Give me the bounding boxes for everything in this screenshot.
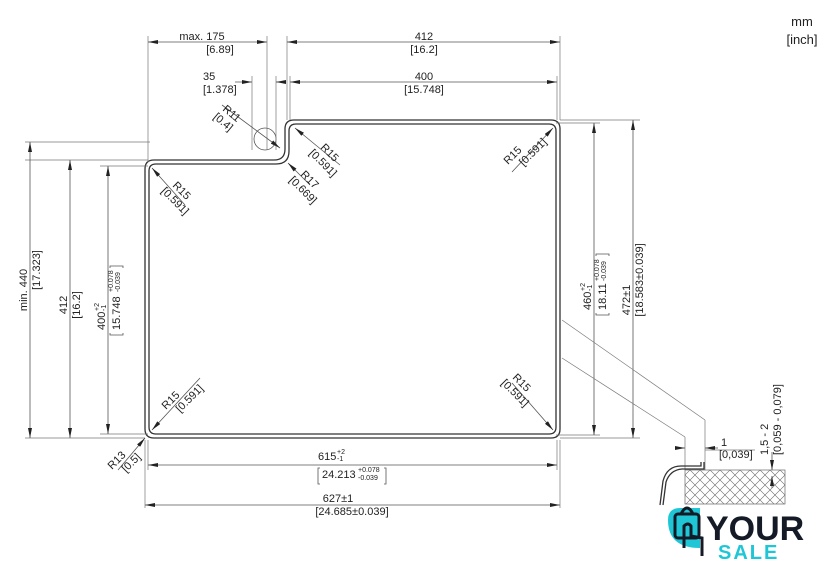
tol-dn: -1 [101, 305, 108, 311]
label-460: 460 [582, 292, 594, 310]
label-gap: 1 [721, 437, 727, 449]
sink-outline-inner [148, 123, 557, 435]
label-615-in: 24.213 [322, 469, 356, 481]
edge-detail [561, 319, 786, 506]
label-412-left: 412 [58, 296, 70, 314]
tol-dn: -1 [587, 285, 594, 291]
tol-dn-in: -0.039 [358, 475, 378, 482]
label-thickness-in: [0,059 - 0,079] [772, 384, 784, 455]
tol-up: +2 [94, 303, 101, 311]
label-max175: max. 175 [179, 31, 224, 43]
label-627-in: [24.685±0.039] [315, 506, 388, 518]
label-400-top: 400 [415, 71, 433, 83]
label-400-left: 400 [96, 312, 108, 330]
logo-text-sale: SALE [718, 542, 779, 564]
label-412-top: 412 [415, 31, 433, 43]
label-460-in: 18.11 [597, 283, 609, 310]
unit-mm: mm [791, 14, 813, 29]
label-min440-in: [17.323] [31, 250, 43, 290]
label-627: 627±1 [323, 493, 354, 505]
tol-up: +2 [337, 449, 345, 456]
yoursale-logo: YOUR SALE [668, 506, 804, 564]
unit-inch: [inch] [786, 32, 817, 47]
label-400-left-in: 15.748 [111, 296, 123, 330]
label-35-in: [1.378] [203, 84, 237, 96]
tol-up-in: +0.078 [594, 259, 601, 281]
tol-up-in: +0.078 [108, 270, 115, 292]
label-412-top-in: [16.2] [410, 44, 438, 56]
tol-dn: -1 [337, 456, 343, 463]
tol-up-in: +0.078 [358, 467, 380, 474]
bracket [317, 467, 387, 485]
logo-text-your: YOUR [706, 510, 804, 548]
sink-outline-outer [144, 119, 561, 439]
label-412-left-in: [16.2] [71, 291, 83, 319]
label-gap-in: [0,039] [719, 449, 753, 461]
label-472-in: [18.583±0.039] [634, 243, 646, 316]
tol-dn-in: -0.039 [115, 272, 122, 292]
label-35: 35 [203, 71, 215, 83]
label-min440: min. 440 [18, 269, 30, 311]
label-400-top-in: [15.748] [404, 84, 444, 96]
label-max175-in: [6.89] [206, 44, 234, 56]
label-615: 615 [318, 451, 336, 463]
bracket [109, 265, 124, 336]
label-472: 472±1 [621, 285, 633, 316]
bracket [595, 253, 610, 316]
extension-lines [25, 36, 640, 508]
label-thickness: 1,5 - 2 [759, 424, 771, 455]
tol-dn-in: -0.039 [601, 261, 608, 281]
tol-up: +2 [580, 283, 587, 291]
